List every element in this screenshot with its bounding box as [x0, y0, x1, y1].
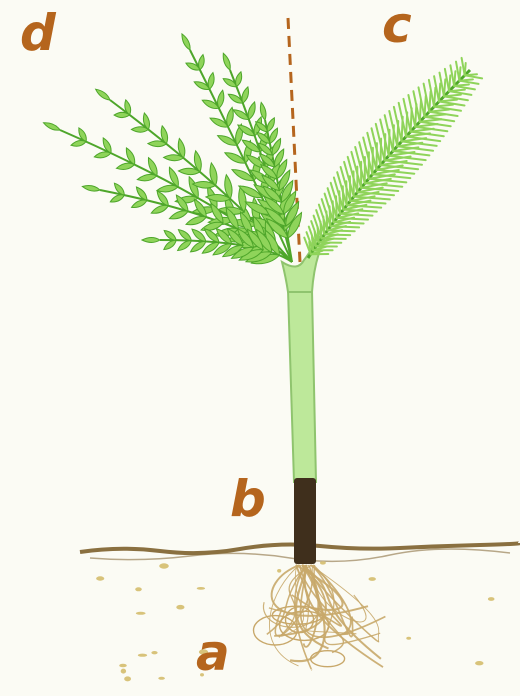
- seedling-stem: [282, 236, 324, 564]
- soil-pebble: [151, 651, 157, 654]
- needle-leaf: [429, 92, 430, 112]
- needle-leaf: [334, 222, 364, 223]
- needle-leaf: [465, 63, 466, 75]
- leaf-blade: [180, 33, 193, 51]
- root-loop: [311, 651, 345, 667]
- needle-leaf: [325, 235, 351, 236]
- soil-pebble: [119, 664, 127, 668]
- soil-pebble: [277, 569, 281, 573]
- root-ball: [253, 565, 385, 670]
- label-a: a: [196, 628, 230, 678]
- leaf-blade: [94, 87, 111, 102]
- branch-d-adult-foliage: [43, 33, 305, 267]
- root-collar: [294, 478, 316, 564]
- needle-leaf: [439, 84, 440, 102]
- soil-pebble: [135, 587, 142, 591]
- branch-c-needles: [304, 58, 482, 254]
- soil-pebble: [124, 676, 131, 681]
- leaf-blade: [43, 121, 61, 133]
- soil-pebble: [197, 587, 205, 590]
- soil-pebble: [136, 612, 146, 615]
- soil-pebble: [159, 563, 169, 568]
- soil-pebble: [369, 577, 376, 581]
- lanceolate-leaf-tip: [142, 238, 160, 243]
- label-d: d: [20, 8, 56, 58]
- lanceolate-leaf-tip: [94, 87, 111, 102]
- soil-pebble: [96, 576, 104, 580]
- leaf-blade: [221, 52, 232, 71]
- needle-leaf: [331, 226, 360, 227]
- needle-leaf: [444, 79, 445, 96]
- needle-leaf: [327, 230, 354, 231]
- needle-leaf: [454, 71, 455, 86]
- soil-pebble: [158, 677, 165, 680]
- soil-pebble: [488, 597, 495, 601]
- leaf-blade: [142, 238, 160, 243]
- needle-leaf: [459, 67, 460, 81]
- soil-pebble: [138, 654, 147, 657]
- needle-leaf: [459, 79, 473, 80]
- needle-leaf: [434, 88, 435, 107]
- needle-leaf: [465, 74, 477, 75]
- lanceolate-leaf-tip: [82, 184, 101, 192]
- lanceolate-leaf-tip: [221, 52, 232, 71]
- soil-pebble: [121, 669, 126, 674]
- needle-leaf: [449, 75, 450, 91]
- needle-leaf: [337, 218, 368, 220]
- soil-pebble: [406, 637, 411, 640]
- lanceolate-leaf-tip: [43, 121, 61, 133]
- soil-pebble: [320, 561, 326, 564]
- needle-leaf: [425, 96, 426, 117]
- branch-c-juvenile-foliage: [304, 58, 482, 258]
- needle-leaf: [454, 85, 469, 86]
- lanceolate-leaf-tip: [180, 33, 193, 51]
- soil-pebble: [176, 605, 184, 610]
- label-b: b: [230, 474, 266, 524]
- stem-shaft: [288, 290, 316, 482]
- label-c: c: [382, 0, 412, 50]
- leaf-blade: [82, 184, 101, 192]
- soil-pebble: [475, 661, 483, 665]
